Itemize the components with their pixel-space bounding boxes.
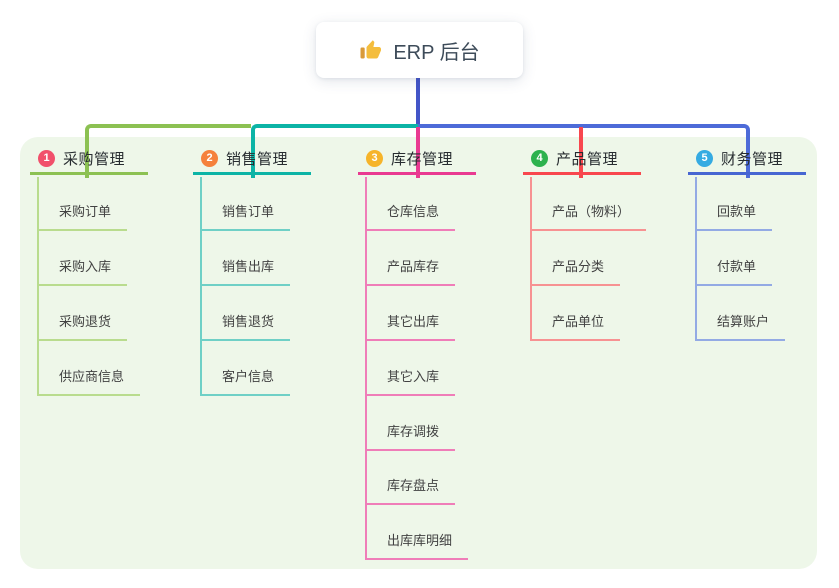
branch-badge: 1 [38, 150, 55, 167]
child-connector-line [365, 177, 367, 560]
branch-header-purchase[interactable]: 1 采购管理 [30, 145, 148, 175]
node-other-outbound[interactable]: 其它出库 [365, 313, 456, 341]
node-sales-outbound[interactable]: 销售出库 [200, 258, 291, 286]
root-trunk-line [416, 78, 420, 128]
root-node-erp-backend[interactable]: ERP 后台 [316, 22, 523, 78]
child-connector-line [530, 177, 532, 341]
drop-line-inventory [416, 127, 420, 178]
node-stock-transfer[interactable]: 库存调拨 [365, 423, 456, 451]
branch-label: 采购管理 [63, 151, 126, 168]
node-product-category[interactable]: 产品分类 [530, 258, 621, 286]
branch-label: 产品管理 [556, 151, 619, 168]
branch-purchase-management: 1 采购管理 采购订单 采购入库 采购退货 供应商信息 [30, 145, 182, 396]
branch-sales-management: 2 销售管理 销售订单 销售出库 销售退货 客户信息 [193, 145, 345, 396]
node-outbound-detail[interactable]: 出库库明细 [365, 532, 469, 560]
child-connector-line [200, 177, 202, 396]
child-connector-line [695, 177, 697, 341]
branch-badge: 3 [366, 150, 383, 167]
node-product-unit[interactable]: 产品单位 [530, 313, 621, 341]
node-receipt-doc[interactable]: 回款单 [695, 203, 773, 231]
node-warehouse-info[interactable]: 仓库信息 [365, 203, 456, 231]
branch-badge: 2 [201, 150, 218, 167]
node-purchase-order[interactable]: 采购订单 [37, 203, 128, 231]
child-connector-line [37, 177, 39, 396]
node-purchase-inbound[interactable]: 采购入库 [37, 258, 128, 286]
node-sales-return[interactable]: 销售退货 [200, 313, 291, 341]
node-customer-info[interactable]: 客户信息 [200, 368, 291, 396]
connector-segment-finance [418, 124, 750, 178]
branch-header-finance[interactable]: 5 财务管理 [688, 145, 806, 175]
node-supplier-info[interactable]: 供应商信息 [37, 368, 141, 396]
node-product-stock[interactable]: 产品库存 [365, 258, 456, 286]
thumbs-up-icon [360, 40, 382, 59]
node-sales-order[interactable]: 销售订单 [200, 203, 291, 231]
branch-header-inventory[interactable]: 3 库存管理 [358, 145, 476, 175]
branch-label: 库存管理 [391, 151, 454, 168]
root-title: ERP 后台 [393, 41, 480, 64]
branch-label: 财务管理 [721, 151, 784, 168]
node-other-inbound[interactable]: 其它入库 [365, 368, 456, 396]
drop-line-product [579, 127, 583, 178]
node-payment-doc[interactable]: 付款单 [695, 258, 773, 286]
node-stock-taking[interactable]: 库存盘点 [365, 477, 456, 505]
branch-badge: 5 [696, 150, 713, 167]
branch-header-sales[interactable]: 2 销售管理 [193, 145, 311, 175]
connector-segment-sales [251, 124, 418, 178]
branch-finance-management: 5 财务管理 回款单 付款单 结算账户 [688, 145, 839, 341]
branch-badge: 4 [531, 150, 548, 167]
node-purchase-return[interactable]: 采购退货 [37, 313, 128, 341]
branch-inventory-management: 3 库存管理 仓库信息 产品库存 其它出库 其它入库 库存调拨 库存盘点 出库库… [358, 145, 510, 560]
node-settlement-account[interactable]: 结算账户 [695, 313, 786, 341]
branch-header-product[interactable]: 4 产品管理 [523, 145, 641, 175]
branch-label: 销售管理 [226, 151, 289, 168]
connector-segment-purchase [85, 124, 251, 178]
node-product-material[interactable]: 产品（物料） [530, 203, 647, 231]
branch-product-management: 4 产品管理 产品（物料） 产品分类 产品单位 [523, 145, 675, 341]
branches-background-panel [20, 137, 817, 569]
